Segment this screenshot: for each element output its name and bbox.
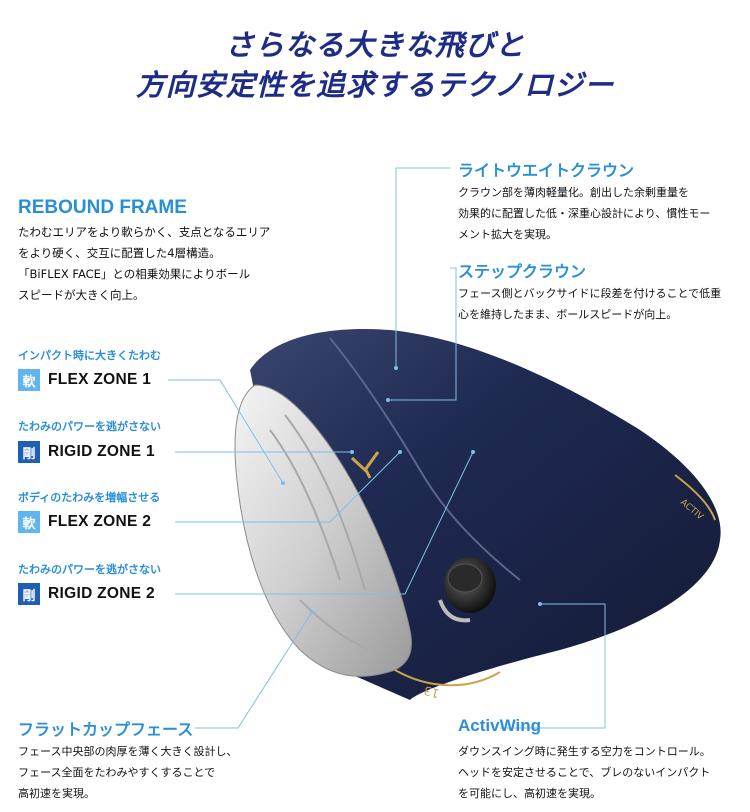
zone-name: FLEX ZONE 1: [48, 371, 152, 388]
toe-accent: [674, 474, 716, 521]
callout-dot-2: [386, 398, 390, 402]
callout-dot-7: [310, 610, 314, 614]
rebound-frame-text: たわむエリアをより軟らかく、支点となるエリア をより硬く、交互に配置した4層構造…: [18, 225, 271, 302]
callout-line-activwing: [500, 603, 606, 729]
lightweight-crown-heading: ライトウエイトクラウン: [458, 161, 635, 180]
zone-caption-flex-2: ボディのたわみを増幅させる: [18, 491, 161, 504]
hard-badge: 剛: [18, 441, 40, 463]
zone-caption-rigid-2: たわみのパワーを逃がさない: [18, 563, 161, 576]
callout-line-flex-zone-1: [168, 379, 284, 484]
callout-dot-1: [394, 366, 398, 370]
hosel-ring: [438, 599, 471, 623]
zone-rigid-2: 剛 RIGID ZONE 2: [18, 582, 155, 606]
page-title-line-1: さらなる大きな飛びと: [224, 28, 525, 62]
zone-name: RIGID ZONE 2: [48, 585, 155, 602]
step-crown-line: [329, 337, 521, 581]
callout-dot-8: [538, 602, 542, 606]
callout-line-step-crown: [388, 267, 457, 401]
callout-dot-6: [471, 450, 475, 454]
callout-line-flex-zone-2: [175, 451, 401, 523]
step-crown-heading: ステップクラウン: [458, 262, 587, 281]
hosel-weight-cap: [447, 563, 483, 593]
face-score-lines: [269, 414, 371, 651]
hard-badge: 剛: [18, 583, 40, 605]
lightweight-crown-text: クラウン部を薄肉軽量化。創出した余剰重量を 効果的に配置した低・深重心設計により…: [458, 186, 711, 241]
callout-dot-4: [350, 450, 354, 454]
flat-cup-face-text: フェース中央部の肉厚を薄く大きく設計し、 フェース全面をたわみやすくすることで …: [18, 745, 238, 800]
zone-flex-1: 軟 FLEX ZONE 1: [18, 368, 151, 392]
activwing-text: ダウンスイング時に発生する空力をコントロール。 ヘッドを安定させることで、ブレの…: [458, 745, 711, 800]
zone-flex-2: 軟 FLEX ZONE 2: [18, 510, 151, 534]
callout-line-lightweight-crown: [395, 167, 450, 368]
page-title-line-2: 方向安定性を追求するテクノロジー: [135, 68, 615, 102]
callout-dot-3: [281, 481, 285, 485]
zone-name: FLEX ZONE 2: [48, 513, 152, 530]
callout-dot-5: [398, 450, 402, 454]
activwing-heading: ActivWing: [458, 716, 541, 735]
flat-cup-face-heading: フラットカップフェース: [18, 720, 194, 739]
zone-name: RIGID ZONE 1: [48, 443, 155, 460]
sole-rim: [394, 669, 501, 687]
soft-badge: 軟: [18, 511, 40, 533]
callout-line-flat-cup: [195, 611, 313, 729]
rebound-frame-heading: REBOUND FRAME: [18, 197, 187, 218]
step-crown-text: フェース側とバックサイドに段差を付けることで低重 心を維持したまま、ボールスピー…: [458, 287, 722, 321]
soft-badge: 軟: [18, 369, 40, 391]
zone-rigid-1: 剛 RIGID ZONE 1: [18, 440, 155, 464]
gold-mark: [350, 451, 380, 479]
loft-text: 13: [422, 683, 440, 700]
callout-line-rigid-zone-2: [175, 451, 474, 595]
zone-caption-flex-1: インパクト時に大きくたわむ: [18, 349, 161, 362]
zone-caption-rigid-1: たわみのパワーを逃がさない: [18, 420, 161, 433]
